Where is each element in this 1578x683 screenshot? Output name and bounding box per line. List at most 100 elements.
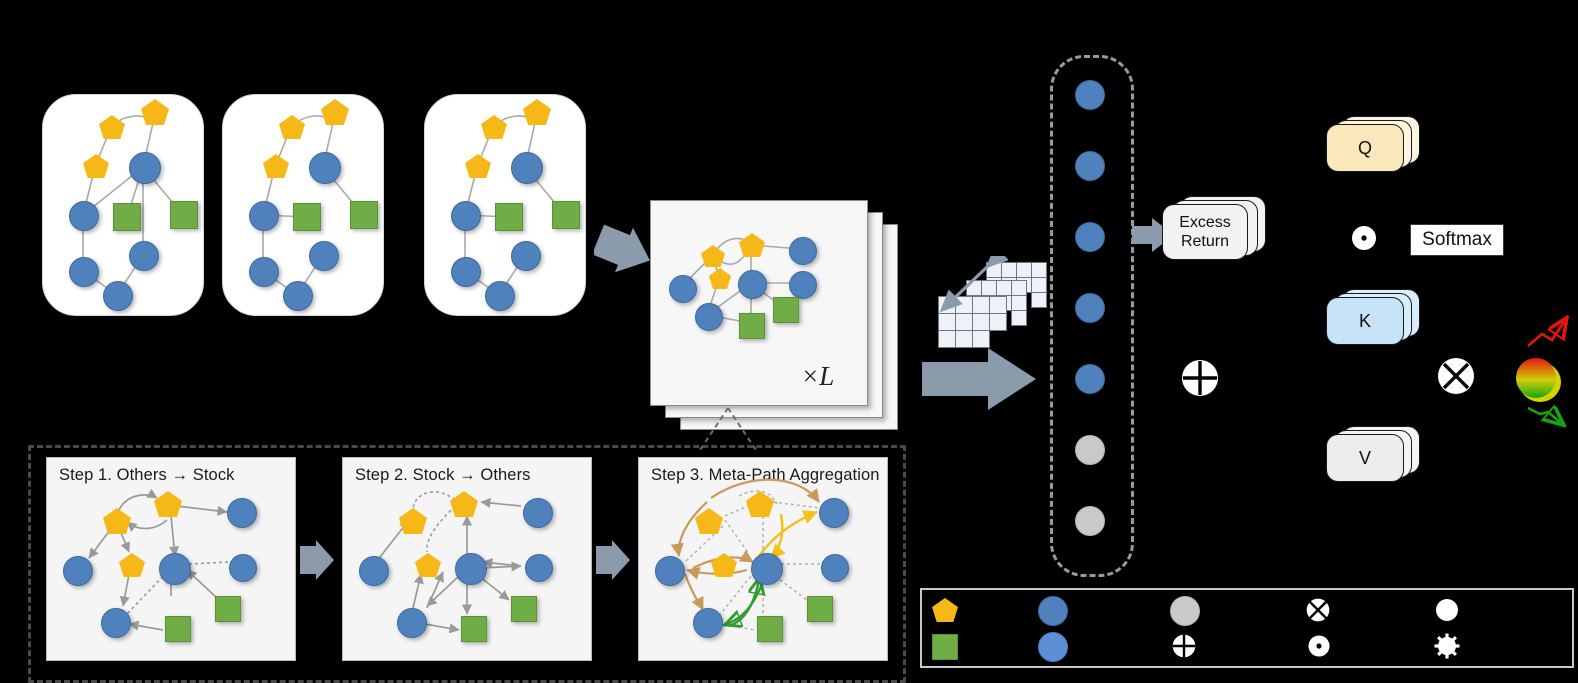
input-graph-card-1	[42, 94, 204, 316]
circle-node	[655, 556, 685, 586]
square-node	[757, 616, 783, 642]
legend-item	[1172, 634, 1205, 658]
step-panel-3-title: Step 3. Meta-Path Aggregation	[651, 466, 880, 484]
square-node	[170, 201, 198, 229]
q-box: Q	[1326, 124, 1404, 172]
dot-product-icon	[1308, 635, 1330, 657]
input-graph-card-3	[424, 94, 586, 316]
embedding-dot-2	[1075, 151, 1105, 181]
circle-node	[229, 554, 257, 582]
legend-item	[1038, 632, 1077, 662]
square-node	[511, 596, 537, 622]
square-node	[552, 201, 580, 229]
circle-node	[129, 152, 161, 184]
circle-node	[451, 257, 481, 287]
circle-node	[523, 498, 553, 528]
circle-node	[525, 554, 553, 582]
step-panel-1: Step 1. Others → Stock	[46, 457, 296, 661]
k-box: K	[1326, 297, 1404, 345]
legend-item	[932, 598, 967, 622]
square-node	[461, 616, 487, 642]
graph-edges	[680, 237, 802, 324]
double-headed-arrow-icon	[939, 256, 1008, 313]
embedding-dot-1	[1075, 80, 1105, 110]
circle-node	[511, 152, 543, 184]
cross-product-icon	[1306, 598, 1330, 622]
circle-node	[819, 498, 849, 528]
circle-node	[309, 241, 339, 271]
excess-return-line2: Return	[1180, 233, 1229, 250]
step1-edges	[88, 488, 230, 631]
circle-node	[738, 270, 767, 299]
legend-item	[1308, 635, 1339, 657]
softmax-label: Softmax	[1422, 229, 1492, 250]
circle-node	[63, 556, 93, 586]
square-node	[293, 203, 321, 231]
v-label: V	[1358, 447, 1371, 468]
circle-icon	[1038, 632, 1068, 662]
square-node	[807, 596, 833, 622]
circle-node	[397, 608, 427, 638]
step-panel-2: Step 2. Stock → Others	[342, 457, 592, 661]
excess-return-line1: Excess	[1179, 214, 1231, 231]
circle-node	[789, 271, 817, 299]
arrow-steps-to-embeddings	[922, 348, 1036, 410]
embedding-dot-3	[1075, 222, 1105, 252]
circle-node	[669, 275, 697, 303]
circle-icon	[1170, 596, 1200, 626]
dot-product-icon	[1352, 226, 1376, 250]
legend-box	[920, 588, 1574, 668]
legend-item	[1434, 633, 1469, 659]
circled-plus-icon	[1172, 634, 1196, 658]
embedding-dot-7	[1075, 506, 1105, 536]
square-node	[495, 203, 523, 231]
stock-embedding-column	[1050, 55, 1134, 577]
arrow-step1-to-step2	[300, 540, 334, 580]
embedding-dot-5	[1075, 364, 1105, 394]
circle-node	[159, 553, 191, 585]
circle-node	[693, 608, 723, 638]
circle-node	[69, 257, 99, 287]
softmax-box: Softmax	[1410, 224, 1504, 256]
circle-node	[485, 281, 515, 311]
pentagon-icon	[932, 598, 958, 622]
circle-node	[249, 257, 279, 287]
circle-node	[789, 237, 817, 265]
pentagon-node	[709, 268, 731, 289]
layer-repeat-label: ×L	[801, 361, 835, 391]
circle-node	[309, 152, 341, 184]
circle-node	[511, 241, 541, 271]
circle-node	[249, 201, 279, 231]
circled-plus-icon	[1182, 360, 1218, 396]
square-node	[773, 297, 799, 323]
layer-sheet-front: ×L	[650, 200, 868, 406]
embedding-dot-4	[1075, 293, 1105, 323]
circle-node	[455, 553, 487, 585]
arrow-graphs-to-stack	[594, 224, 650, 273]
square-icon	[932, 634, 958, 660]
step-panel-3: Step 3. Meta-Path Aggregation	[638, 457, 888, 661]
circle-node	[751, 553, 783, 585]
legend-item	[932, 634, 967, 660]
circle-node	[283, 281, 313, 311]
k-label: K	[1358, 310, 1371, 331]
legend-item	[1306, 598, 1339, 622]
circle-node	[695, 303, 723, 331]
up-arrow-icon	[1527, 322, 1564, 347]
step3-edges	[670, 478, 822, 631]
cross-product-icon	[1438, 358, 1474, 394]
square-node	[215, 596, 241, 622]
square-node	[350, 201, 378, 229]
pentagon-node	[701, 245, 725, 267]
circle-node	[359, 556, 389, 586]
ranking-output-group	[1496, 300, 1578, 445]
gear-icon	[1434, 633, 1460, 659]
legend-item	[1170, 596, 1209, 626]
step-panel-1-title: Step 1. Others → Stock	[59, 466, 235, 484]
circle-icon	[1436, 599, 1458, 621]
excess-return-box: Excess Return	[1162, 204, 1248, 260]
v-box: V	[1326, 434, 1404, 482]
square-node	[165, 616, 191, 642]
square-node	[113, 203, 141, 231]
circle-node	[129, 241, 159, 271]
